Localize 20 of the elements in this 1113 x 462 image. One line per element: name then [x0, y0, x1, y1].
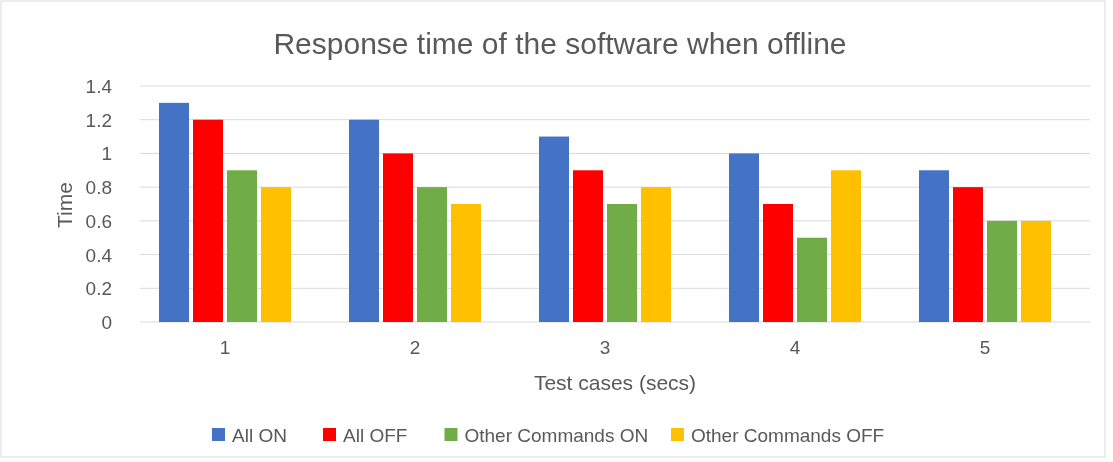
y-axis-title: Time	[53, 182, 76, 228]
x-axis-title: Test cases (secs)	[533, 371, 697, 394]
axis-tick-label: 1.4	[85, 76, 112, 97]
axis-tick-label: 3	[599, 337, 611, 358]
axis-tick-label: 4	[789, 337, 801, 358]
legend-label: All OFF	[343, 425, 408, 446]
axis-tick-label: 0	[101, 312, 112, 333]
axis-tick-label: 5	[979, 337, 991, 358]
axis-tick-label: 1	[219, 337, 231, 358]
axis-tick-label: 2	[409, 337, 421, 358]
legend-label: Other Commands OFF	[691, 425, 885, 446]
axis-tick-label: 1.2	[85, 109, 112, 131]
axis-tick-label: 0.2	[85, 278, 112, 300]
axis-tick-label: 0.4	[85, 244, 112, 266]
chart-title: Response time of the software when offline	[273, 27, 847, 60]
axis-tick-label: 1	[101, 143, 112, 165]
axis-tick-label: 0.8	[85, 177, 112, 199]
legend-label: All ON	[232, 425, 287, 446]
axis-tick-label: 0.6	[85, 210, 112, 232]
legend-label: Other Commands ON	[464, 425, 649, 446]
